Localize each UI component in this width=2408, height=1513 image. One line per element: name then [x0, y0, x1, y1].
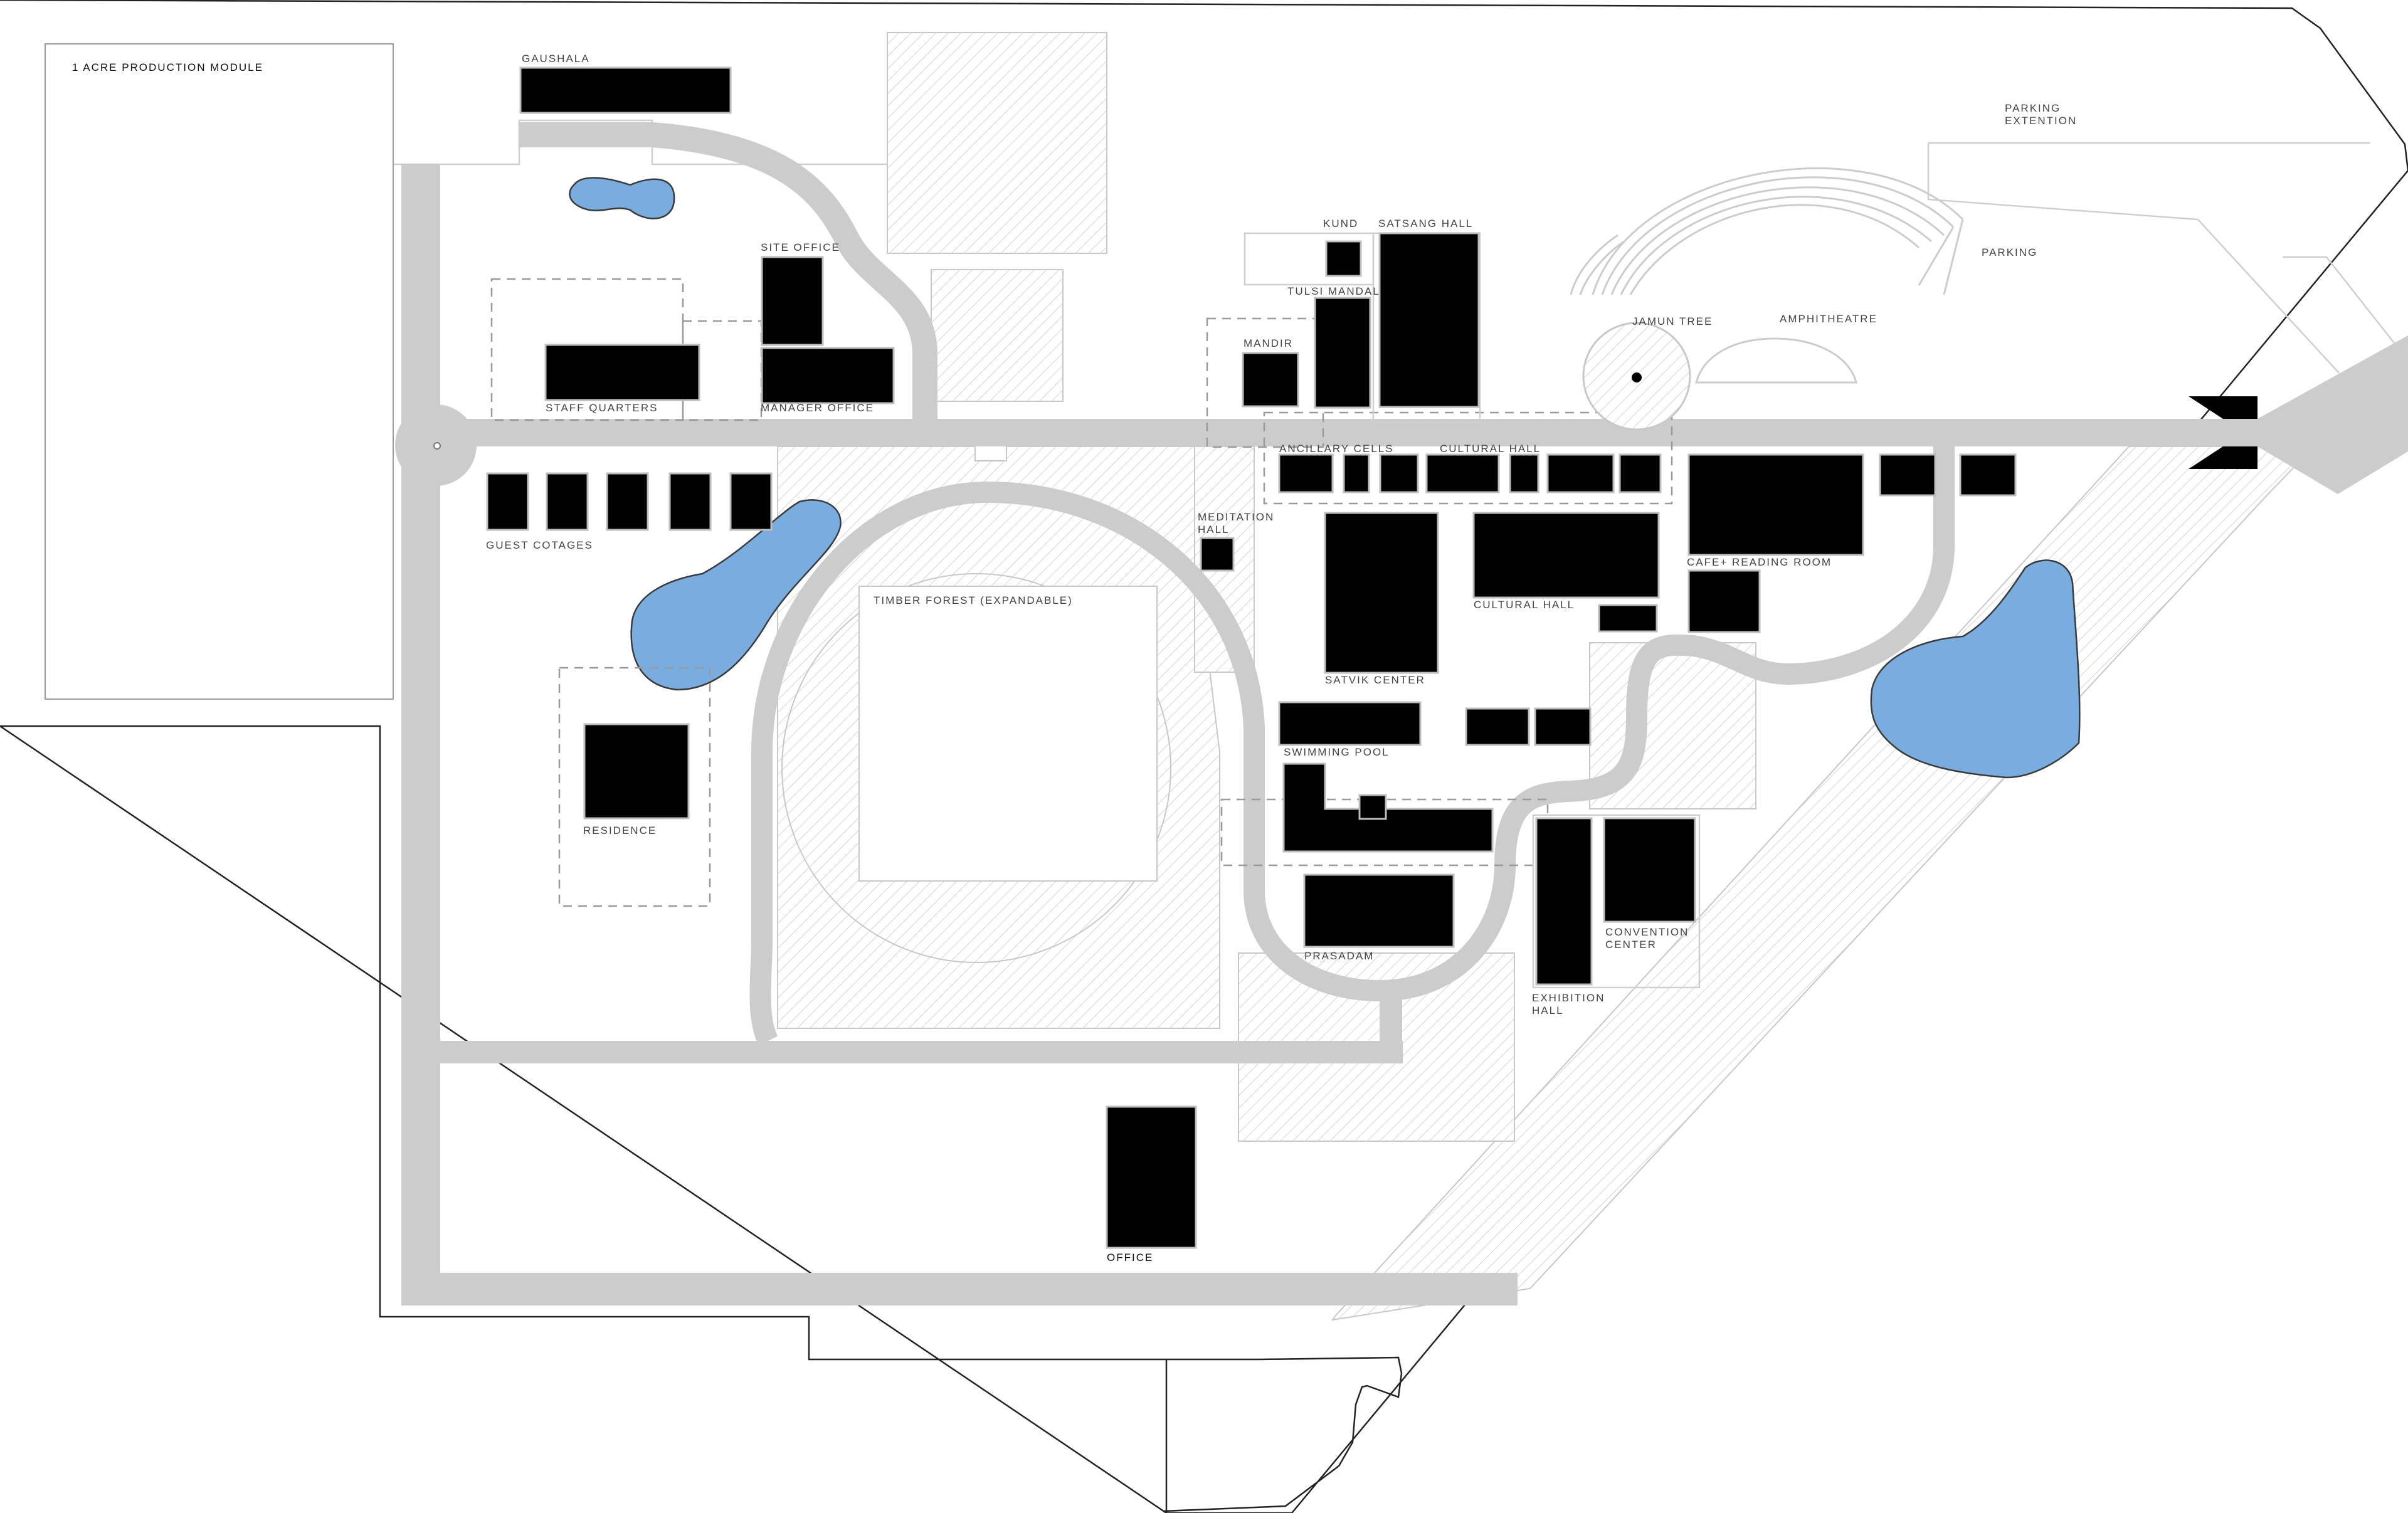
guest-cottage-3: [606, 472, 649, 531]
cafe-reading-room-building: [1687, 453, 1864, 556]
convention-center-building: [1603, 817, 1696, 923]
exhibition-frame: [1532, 814, 1701, 989]
pond-west: [630, 499, 842, 691]
residence-label: RESIDENCE: [583, 825, 657, 836]
cultural-hall-top-label: CULTURAL HALL: [1440, 443, 1541, 455]
west-road: [401, 164, 440, 1305]
cultural-hall-top-building: [1425, 453, 1500, 493]
east-gate-building: [2189, 396, 2258, 469]
guest-cottage-1: [486, 472, 529, 531]
small-hall-1: [1465, 707, 1530, 746]
exhibition-hall-building: [1535, 817, 1593, 986]
mandir-zone-dashed: [1206, 317, 1324, 448]
parking-label: PARKING: [1982, 246, 2037, 258]
parking-area: [1927, 142, 2408, 374]
manager-office-building: [761, 347, 895, 404]
cultural-hall-building: [1472, 512, 1660, 599]
convention-center-label-1: CONVENTION: [1605, 926, 1689, 938]
parking-extention-label-2: EXTENTION: [2005, 115, 2077, 127]
office-label: OFFICE: [1107, 1252, 1153, 1263]
guest-cotages-label: GUEST COTAGES: [486, 539, 593, 551]
landscape-zone-east-pocket: [1589, 642, 1756, 809]
mandir-label: MANDIR: [1244, 337, 1293, 349]
pool-wing-building: [1282, 762, 1494, 853]
south-connector-road: [1380, 991, 1402, 1060]
gaushala-label: GAUSHALA: [522, 53, 590, 65]
inner-south-road: [440, 1041, 1403, 1063]
tulsi-mandal-label: TULSI MANDAL: [1287, 285, 1380, 297]
south-road: [401, 1273, 1518, 1305]
pool-wing-kiosk: [1358, 794, 1387, 820]
site-office-building: [761, 256, 824, 346]
meditation-hall-label-2: HALL: [1198, 524, 1230, 535]
satvik-center-building: [1324, 512, 1439, 674]
timber-forest-plot: [858, 586, 1158, 882]
small-hall-2: [1534, 707, 1592, 746]
main-road: [401, 419, 2258, 446]
tulsi-mandal-building: [1314, 297, 1371, 409]
jamun-tree-label: JAMUN TREE: [1632, 315, 1713, 327]
ancillary-cell-4: [1509, 453, 1539, 493]
guest-cottage-2: [546, 472, 589, 531]
parking-kiosk-2: [1959, 453, 2017, 497]
forest-loop-road: [749, 446, 1955, 1046]
ancillary-cell-6: [1619, 453, 1662, 493]
amphitheatre-stage: [1695, 337, 1857, 384]
meditation-hall-building: [1200, 537, 1235, 572]
timber-forest-label: TIMBER FOREST (EXPANDABLE): [874, 594, 1073, 606]
gaushala-building: [519, 66, 732, 114]
amphitheatre-label: AMPHITHEATRE: [1780, 313, 1877, 325]
convention-center-label-2: CENTER: [1605, 939, 1657, 951]
satsang-hall-building: [1378, 232, 1480, 408]
ancillary-zone-dashed: [1263, 411, 1673, 505]
guest-cottage-5: [729, 472, 773, 531]
swimming-pool-building: [1278, 701, 1422, 746]
cafe-reading-room-label: CAFE+ READING ROOM: [1687, 556, 1832, 568]
satsang-hall-label: SATSANG HALL: [1378, 218, 1473, 229]
parking-kiosk-1: [1879, 453, 1936, 497]
production-module: [45, 43, 394, 700]
campus-outline: [394, 119, 887, 166]
prasadam-building: [1303, 873, 1455, 948]
pond-east: [1870, 559, 2081, 779]
landscape-zone-north: [887, 32, 1107, 254]
amphitheatre-arcs: [1570, 234, 1625, 295]
roundabout-center: [433, 442, 441, 450]
ancillary-cells-label: ANCILLARY CELLS: [1279, 443, 1393, 455]
residence-building: [583, 723, 690, 820]
staff-quarters-label: STAFF QUARTERS: [546, 402, 658, 414]
ancillary-cell-5: [1546, 453, 1615, 493]
cultural-hall-annex: [1598, 604, 1658, 633]
staff-quarters-building: [544, 344, 700, 401]
east-gate-wedge: [2258, 335, 2408, 494]
cultural-hall-label: CULTURAL HALL: [1474, 599, 1575, 611]
swimming-pool-label: SWIMMING POOL: [1284, 746, 1390, 758]
landscape-zone-north-small: [931, 269, 1064, 402]
meditation-hall-label-1: MEDITATION: [1198, 511, 1274, 523]
manager-office-label: MANAGER OFFICE: [761, 402, 874, 414]
exhibition-hall-label-2: HALL: [1532, 1004, 1564, 1016]
ancillary-cell-2: [1343, 453, 1370, 493]
kund: [1325, 240, 1362, 277]
amphitheatre-seating: [1592, 167, 1964, 295]
satvik-center-label: SATVIK CENTER: [1325, 674, 1425, 686]
jamun-tree-icon: [1632, 372, 1642, 382]
production-module-label: 1 ACRE PRODUCTION MODULE: [72, 61, 263, 73]
parking-extention-label-1: PARKING: [2005, 102, 2061, 114]
site-office-label: SITE OFFICE: [761, 241, 840, 253]
office-building: [1106, 1105, 1197, 1249]
kund-label: KUND: [1323, 218, 1358, 229]
ancillary-cell-1: [1278, 453, 1334, 493]
guest-cottage-4: [668, 472, 712, 531]
mandir-building: [1242, 352, 1299, 408]
gaushala-road: [519, 122, 937, 420]
residence-zone-dashed: [558, 667, 711, 907]
ancillary-cell-3: [1379, 453, 1419, 493]
cafe-annex: [1687, 569, 1761, 633]
prasadam-label: PRASADAM: [1304, 950, 1374, 962]
pond-north: [569, 177, 675, 219]
exhibition-hall-label-1: EXHIBITION: [1532, 992, 1605, 1004]
